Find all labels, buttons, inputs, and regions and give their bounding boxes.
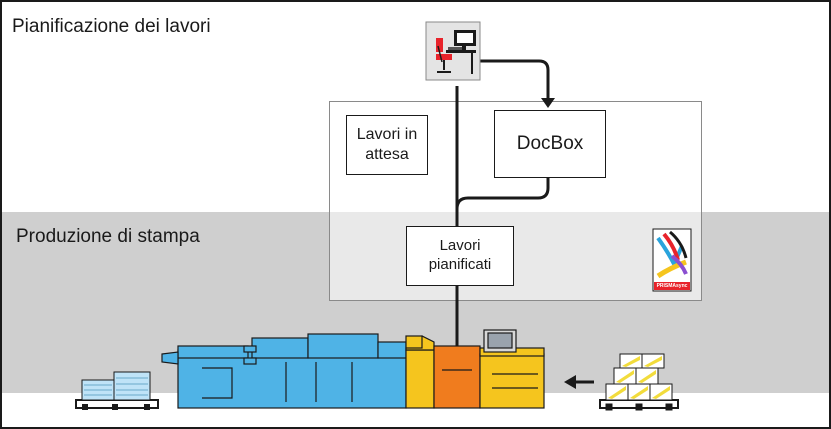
scheduled-jobs-label: Lavori pianificati: [428, 237, 492, 273]
scheduled-jobs-box: Lavori pianificati: [406, 226, 514, 286]
docbox-box: DocBox: [494, 110, 606, 178]
arrowhead-printer: [449, 358, 465, 370]
docbox-label: DocBox: [516, 133, 584, 155]
prismasync-logo-text: PRISMAsync: [656, 283, 688, 289]
production-zone-title: Produzione di stampa: [16, 226, 200, 247]
waiting-jobs-box: Lavori in attesa: [346, 115, 428, 175]
waiting-jobs-label: Lavori in attesa: [356, 126, 418, 163]
connector-docbox-scheduled: [455, 176, 550, 210]
arrowhead-docbox: [541, 98, 555, 108]
connector-workstation-docbox: [480, 59, 550, 101]
planning-zone-title: Pianificazione dei lavori: [12, 16, 211, 37]
